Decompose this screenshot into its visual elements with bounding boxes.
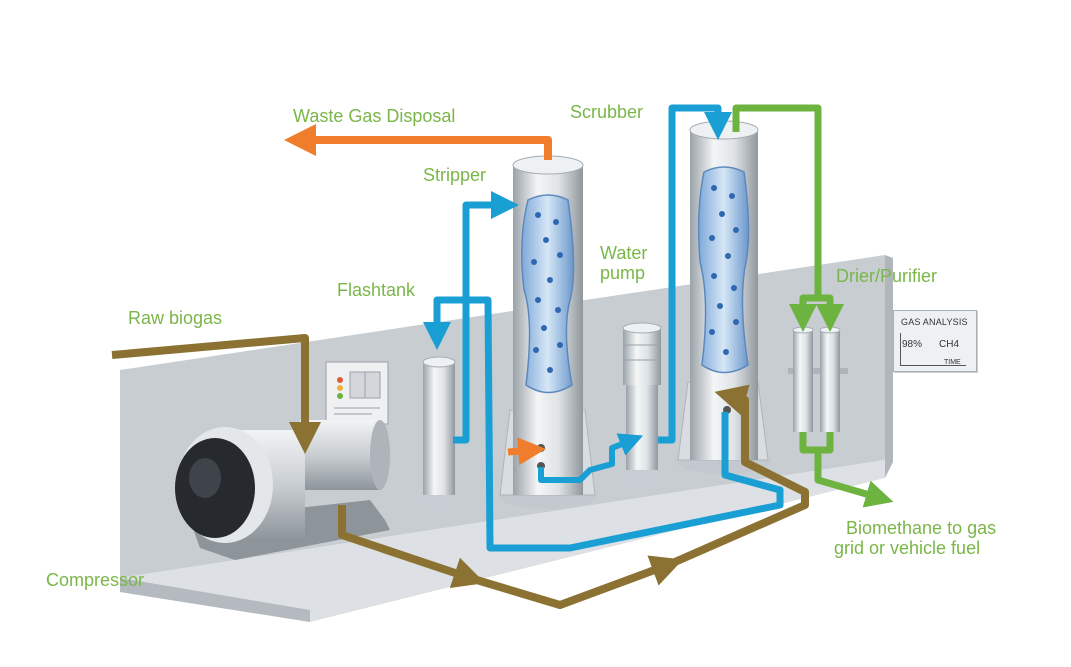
compressor-label: Compressor xyxy=(46,570,145,590)
gas-analysis-unit: CH4 xyxy=(939,339,960,350)
scrubber-label: Scrubber xyxy=(570,102,644,122)
gas-analysis-x-axis xyxy=(900,365,966,366)
gas-analysis-y-axis xyxy=(900,333,901,365)
control-panel xyxy=(325,361,389,425)
waste-gas-label: Waste Gas Disposal xyxy=(293,106,456,126)
flashtank-label: Flashtank xyxy=(337,280,416,300)
gas-analysis-value: 98% xyxy=(902,339,923,350)
water-pump-label-1: Water xyxy=(600,243,648,263)
drier-label: Drier/Purifier xyxy=(836,266,938,286)
raw-biogas-label: Raw biogas xyxy=(128,308,223,328)
biomethane-label-1: Biomethane to gas xyxy=(846,518,997,538)
stripper-label: Stripper xyxy=(423,165,487,185)
gas-analysis-display: GAS ANALYSIS 98% CH4 TIME xyxy=(893,310,977,372)
flashtank xyxy=(418,356,460,510)
gas-analysis-title: GAS ANALYSIS xyxy=(901,317,968,327)
water-pump-label-2: pump xyxy=(600,263,646,283)
stripper-column xyxy=(498,155,598,509)
biomethane-label-2: grid or vehicle fuel xyxy=(834,538,981,558)
water-pump xyxy=(619,322,665,488)
gas-analysis-axis-label: TIME xyxy=(944,359,961,366)
pipes xyxy=(111,104,894,609)
